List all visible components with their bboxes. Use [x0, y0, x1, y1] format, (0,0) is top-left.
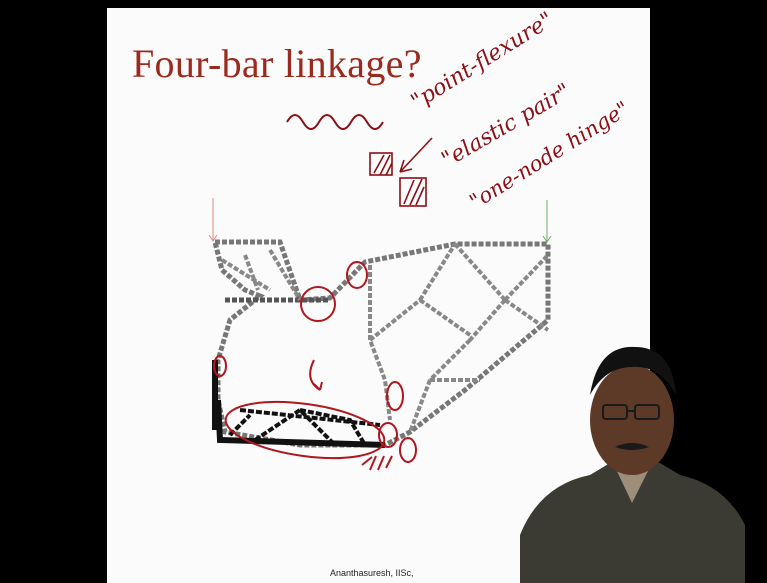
hatched-elements-sketch	[369, 137, 433, 207]
slide-title: Four-bar linkage?	[132, 41, 422, 86]
presenter-video	[520, 335, 745, 583]
footer-credit: Ananthasuresh, IISc,	[330, 568, 414, 578]
presenter-figure	[520, 346, 745, 583]
squiggle-underline	[286, 114, 384, 130]
topology-mesh	[211, 239, 551, 448]
hinge-circles	[213, 261, 417, 471]
support-arrows	[208, 198, 552, 243]
